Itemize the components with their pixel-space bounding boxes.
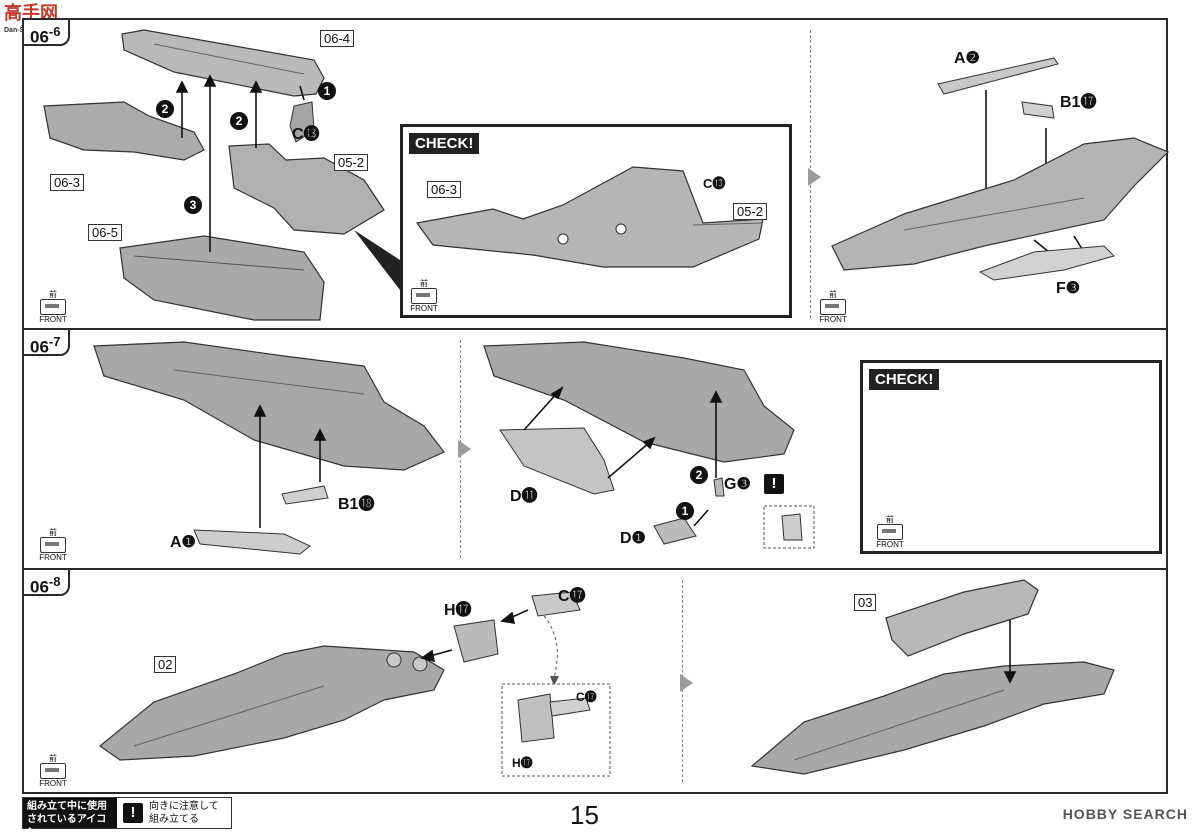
order-marker-2a: 2 (156, 100, 174, 118)
order-marker-1: 1 (318, 82, 336, 100)
part-label-03: 03 (854, 594, 877, 611)
part-label-06-5: 06-5 (88, 224, 123, 241)
check-label-06-3: 06-3 (427, 181, 462, 198)
flow-arrow (458, 440, 471, 458)
order-marker-2b: 2 (230, 112, 248, 130)
check-label-05-2: 05-2 (733, 203, 768, 220)
step-06-6-illustration (43, 29, 1170, 321)
part-label-06-4: 06-4 (320, 30, 355, 47)
check-illustration (415, 166, 764, 268)
inset-label-h17: H⓱ (512, 756, 533, 770)
part-label-f3: F❸ (1056, 280, 1081, 297)
part-label-a2: A❷ (954, 50, 980, 67)
part-label-h17: H⓱ (444, 602, 472, 619)
flow-arrow (808, 168, 821, 186)
legend-title: 組み立て中に使用されているアイコン (23, 798, 117, 838)
order-marker-1: 1 (676, 502, 694, 520)
check-title: CHECK! (409, 133, 480, 154)
check-label-c13: C⓭ (703, 176, 726, 191)
check-title: CHECK! (869, 369, 940, 390)
step-06-6-tag: 06-6 (22, 18, 71, 47)
part-label-g3: G❸ (724, 476, 751, 493)
step-06-6-panel: 06-6 (22, 18, 1170, 330)
part-label-d1: D❶ (620, 530, 646, 547)
part-label-02: 02 (154, 656, 177, 673)
part-label-d11: D⓫ (510, 488, 538, 505)
part-label-b1-18: B1⓲ (338, 496, 375, 513)
part-label-c13: C⓭ (292, 126, 320, 143)
part-label-a1: A❶ (170, 534, 196, 551)
part-label-c17: C⓱ (558, 588, 586, 605)
part-label-06-3: 06-3 (50, 174, 85, 191)
watermark-logo-text: 高手网 (4, 3, 58, 23)
step-06-7-tag: 06-7 (22, 328, 71, 357)
icon-legend: 組み立て中に使用されているアイコン ! 向きに注意して組み立てる (22, 797, 232, 838)
step-06-8-tag: 06-8 (22, 568, 71, 597)
flow-arrow (680, 674, 693, 692)
page-number: 15 (570, 800, 599, 830)
part-label-05-2: 05-2 (334, 154, 369, 171)
orientation-warning-icon: ! (764, 474, 784, 494)
order-marker-3: 3 (184, 196, 202, 214)
inset-label-c17: C⓱ (576, 690, 597, 704)
legend-warning-icon: ! (123, 803, 143, 823)
brand-watermark: HOBBY SEARCH (1062, 806, 1188, 822)
order-marker-2: 2 (690, 466, 708, 484)
legend-text: 向きに注意して組み立てる (149, 801, 219, 825)
step-06-8-illustration (99, 579, 1115, 777)
part-label-b1-17: B1⓱ (1060, 94, 1097, 111)
